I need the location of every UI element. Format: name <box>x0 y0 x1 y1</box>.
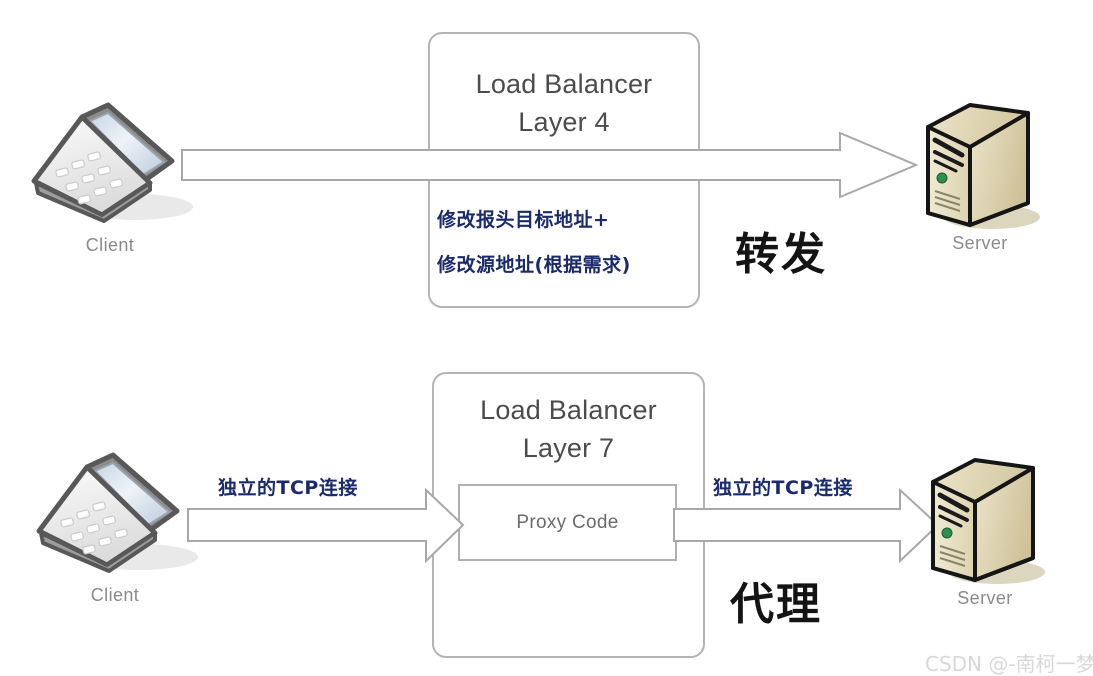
layer7-right-tcp-arrow <box>673 487 940 564</box>
layer7-client-label: Client <box>90 585 140 605</box>
layer4-note-line1: 修改报头目标地址+ <box>437 209 610 231</box>
layer7-right-link-label: 独立的TCP连接 <box>713 477 853 499</box>
load-balancer-layer4-title-line2: Layer 4 <box>518 107 610 137</box>
layer4-server-label: Server <box>952 233 1008 253</box>
laptop-icon <box>36 452 198 573</box>
laptop-icon <box>31 102 193 223</box>
load-balancer-layer7-title-line1: Load Balancer <box>480 395 657 425</box>
server-icon <box>926 103 1040 229</box>
server-icon <box>931 458 1045 584</box>
layer4-mode-label: 转发 <box>735 229 827 280</box>
layer7-mode-label: 代理 <box>730 579 822 630</box>
layer7-server-label: Server <box>957 588 1013 608</box>
csdn-watermark: CSDN @-南柯一梦 <box>925 652 1093 676</box>
layer4-client-label: Client <box>85 235 135 255</box>
load-balancer-layer7-title-line2: Layer 7 <box>522 433 615 463</box>
layer7-left-tcp-arrow <box>187 487 465 564</box>
layer4-client-device: Client <box>20 95 200 265</box>
load-balancer-layer4-title-line1: Load Balancer <box>475 69 653 99</box>
layer7-left-link-label: 独立的TCP连接 <box>218 477 358 499</box>
proxy-code-label: Proxy Code <box>516 511 619 533</box>
layer7-client-device: Client <box>25 445 205 620</box>
layer7-server-device: Server <box>915 450 1055 625</box>
proxy-code-box: Proxy Code <box>458 484 677 561</box>
layer4-note-line2: 修改源地址(根据需求) <box>437 254 631 276</box>
layer4-server-device: Server <box>910 95 1050 270</box>
layer4-forward-arrow <box>181 131 919 199</box>
